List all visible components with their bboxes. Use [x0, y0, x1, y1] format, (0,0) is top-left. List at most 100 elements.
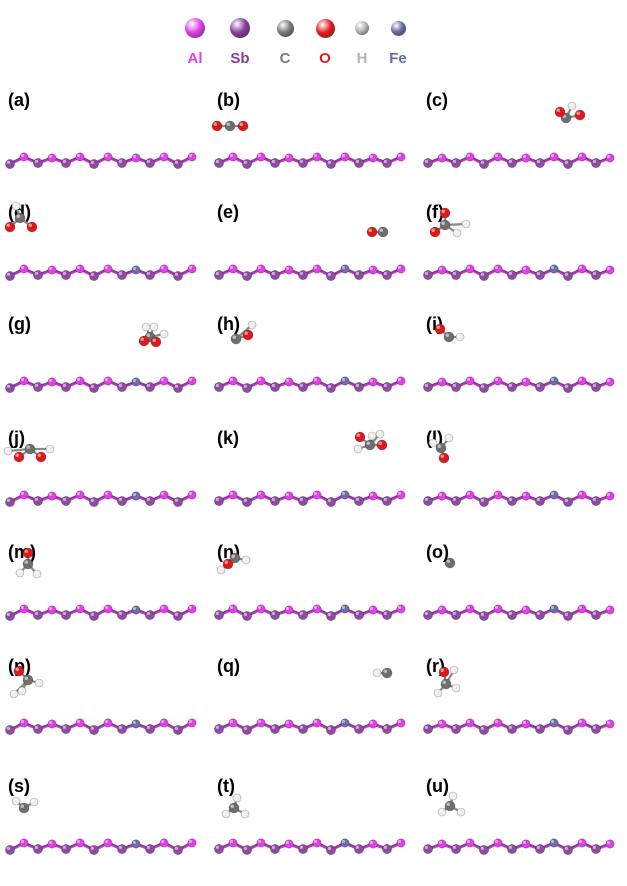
alsb-monolayer-slab — [5, 376, 197, 393]
panel-label: (a) — [8, 90, 30, 110]
adsorption-structure — [214, 320, 406, 393]
adsorption-structure — [214, 226, 406, 281]
adsorbate-molecule — [3, 443, 55, 463]
adsorption-structure — [3, 443, 197, 507]
alsb-monolayer-slab — [214, 604, 406, 621]
alsb-monolayer-slab — [214, 376, 406, 393]
panel-label: (q) — [217, 656, 240, 676]
adsorbate-molecule — [230, 320, 257, 345]
legend-item-sb: Sb — [216, 18, 264, 67]
panel-u: (u) — [418, 766, 627, 878]
legend-label: Al — [187, 50, 203, 67]
legend-label: Fe — [389, 50, 407, 67]
alsb-monolayer-slab — [5, 490, 197, 507]
panel-label: (k) — [217, 428, 239, 448]
alsb-monolayer-slab — [423, 604, 615, 621]
adsorbate-molecule — [4, 201, 38, 233]
panel-label: (e) — [217, 202, 239, 222]
legend-sphere-fe — [390, 20, 406, 36]
panel-f: (f) — [418, 192, 627, 304]
panel-p: (p) — [0, 646, 209, 758]
panel-l: (l) — [418, 418, 627, 530]
alsb-monolayer-slab — [214, 152, 406, 169]
adsorption-structure — [423, 101, 615, 169]
adsorbate-molecule — [221, 793, 250, 819]
alsb-monolayer-slab — [5, 838, 197, 855]
panel-q: (q) — [209, 646, 418, 758]
panel-label: (c) — [426, 90, 448, 110]
panel-a: (a) — [0, 80, 209, 192]
adsorbate-molecule — [211, 120, 249, 132]
adsorption-structure — [214, 429, 406, 507]
legend-item-al: Al — [171, 18, 219, 67]
panel-b: (b) — [209, 80, 418, 192]
panel-d: (d) — [0, 192, 209, 304]
adsorption-structure — [214, 667, 406, 735]
panel-c: (c) — [418, 80, 627, 192]
panel-label: (t) — [217, 776, 235, 796]
alsb-monolayer-slab — [423, 718, 615, 735]
panel-i: (i) — [418, 304, 627, 416]
adsorbate-molecule — [433, 665, 461, 698]
legend-item-c: C — [261, 18, 309, 67]
panel-t: (t) — [209, 766, 418, 878]
alsb-monolayer-slab — [214, 264, 406, 281]
adsorbate-molecule — [429, 207, 471, 238]
panel-label: (j) — [8, 428, 25, 448]
panel-label: (g) — [8, 314, 31, 334]
legend-sphere-sb — [230, 18, 250, 38]
adsorption-structure — [4, 201, 197, 281]
adsorbate-molecule — [428, 433, 454, 464]
alsb-monolayer-slab — [214, 718, 406, 735]
alsb-monolayer-slab — [5, 264, 197, 281]
alsb-monolayer-slab — [5, 152, 197, 169]
panel-label: (u) — [426, 776, 449, 796]
adsorption-structure — [5, 665, 197, 735]
legend-label: H — [356, 50, 368, 67]
panel-n: (n) — [209, 532, 418, 644]
panel-o: (o) — [418, 532, 627, 644]
adsorption-structure — [423, 323, 615, 393]
adsorbate-molecule — [366, 226, 389, 238]
adsorbate-molecule — [138, 322, 169, 348]
panel-s: (s) — [0, 766, 209, 878]
adsorption-structure — [423, 557, 615, 621]
panel-g: (g) — [0, 304, 209, 416]
panel-m: (m) — [0, 532, 209, 644]
alsb-monolayer-slab — [423, 838, 615, 855]
adsorbate-molecule — [353, 429, 388, 454]
panel-h: (h) — [209, 304, 418, 416]
panel-e: (e) — [209, 192, 418, 304]
alsb-monolayer-slab — [5, 604, 197, 621]
adsorption-structure — [423, 433, 615, 507]
legend-sphere-h — [355, 21, 369, 35]
adsorbate-molecule — [372, 667, 393, 679]
adsorption-structure — [5, 152, 197, 169]
adsorption-panels-grid: (a)(b)(c)(d)(e)(f)(g)(h)(i)(j)(k)(l)(m)(… — [0, 80, 627, 886]
alsb-monolayer-slab — [423, 376, 615, 393]
adsorption-structure — [423, 665, 615, 735]
element-legend: Al Sb C O H Fe — [0, 0, 627, 80]
legend-label: C — [279, 50, 291, 67]
panel-label: (p) — [8, 656, 31, 677]
panel-label: (o) — [426, 542, 449, 562]
panel-j: (j) — [0, 418, 209, 530]
alsb-monolayer-slab — [214, 838, 406, 855]
legend-sphere-al — [185, 18, 205, 38]
adsorbate-molecule — [434, 323, 465, 343]
legend-label: Sb — [230, 50, 250, 67]
legend-label: O — [319, 50, 331, 67]
adsorption-structure — [214, 552, 406, 621]
panel-label: (s) — [8, 776, 30, 796]
alsb-monolayer-slab — [423, 152, 615, 169]
adsorption-structure — [423, 207, 615, 281]
legend-item-h: H — [338, 18, 386, 67]
adsorbate-molecule — [11, 796, 39, 814]
adsorbate-molecule — [437, 791, 466, 817]
adsorption-structure — [5, 322, 197, 393]
legend-item-o: O — [301, 18, 349, 67]
adsorbate-molecule — [444, 557, 456, 569]
alsb-monolayer-slab — [423, 490, 615, 507]
adsorbate-molecule — [15, 547, 42, 579]
adsorbate-molecule — [554, 101, 586, 124]
